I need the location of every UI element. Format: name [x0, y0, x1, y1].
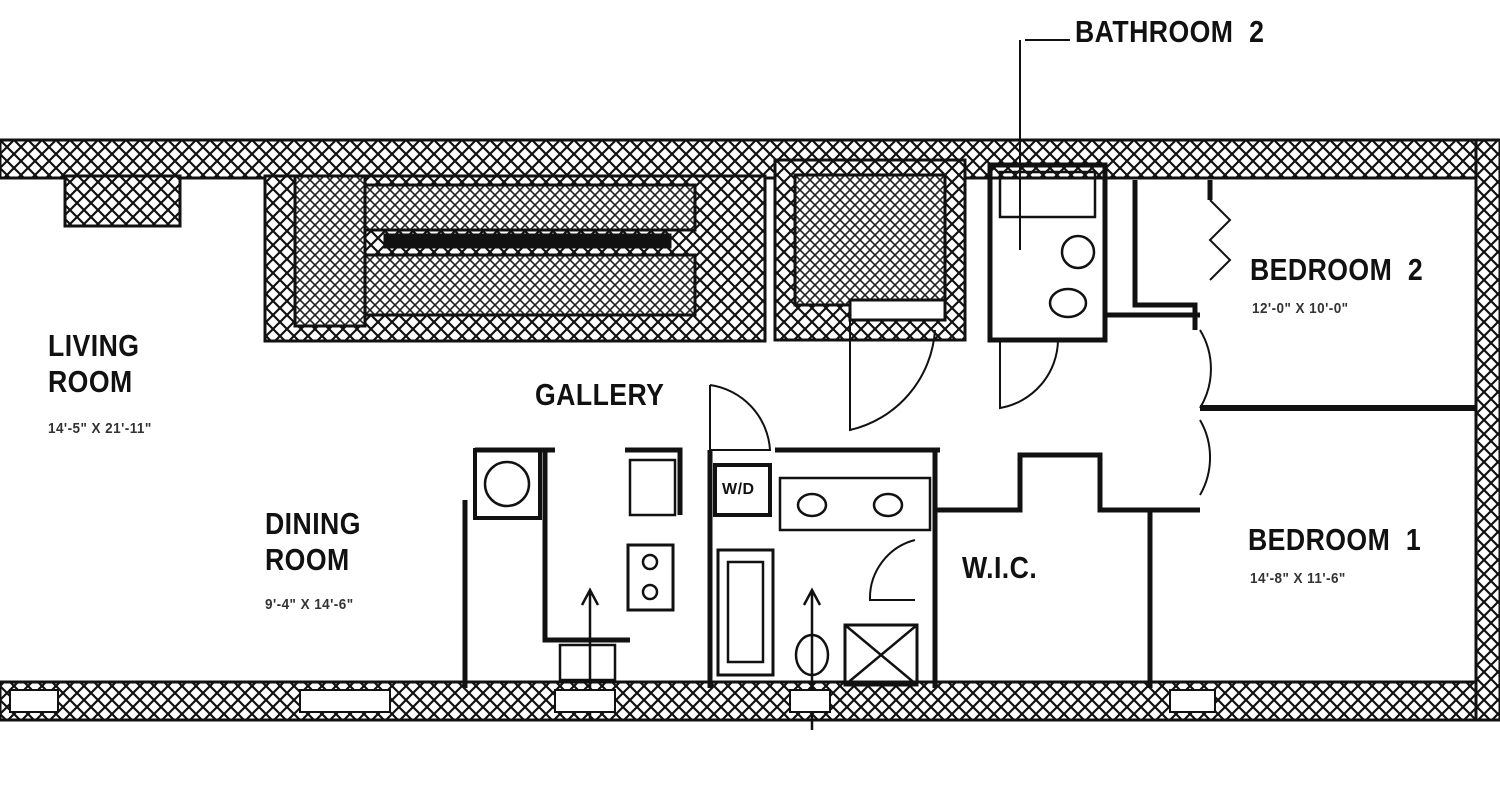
dining-room-name-1: DINING [265, 506, 361, 541]
windows [9, 689, 1216, 713]
bottom-wall [0, 680, 1500, 722]
washer-dryer-label: W/D [722, 481, 755, 498]
bathtub-1 [716, 548, 775, 677]
right-wall [1474, 138, 1500, 722]
vanity [778, 476, 932, 532]
living-room-name-2: ROOM [48, 364, 133, 399]
fixtures [473, 170, 1097, 730]
sink-2 [1060, 234, 1096, 270]
bathtub-2 [998, 170, 1097, 219]
interior-walls [462, 162, 1476, 688]
stove [626, 543, 675, 612]
bedroom-2-label: BEDROOM 2 [1250, 252, 1424, 287]
dining-room-name-2: ROOM [265, 542, 350, 577]
bedroom-1-dimensions: 14'-8" X 11'-6" [1250, 570, 1346, 587]
washer-dryer-box [713, 463, 772, 517]
exterior-walls [0, 138, 1500, 722]
bathroom-2-label: BATHROOM 2 [1075, 14, 1265, 49]
living-room-dimensions: 14'-5" X 21'-11" [48, 420, 152, 437]
column-bump [63, 174, 182, 228]
refrigerator [473, 448, 542, 520]
bedroom-2-dimensions: 12'-0" X 10'-0" [1252, 300, 1349, 317]
living-room-label: LIVING ROOM [48, 328, 139, 400]
living-room-name-1: LIVING [48, 328, 140, 363]
door-swings [709, 39, 1240, 601]
toilet-2 [1048, 287, 1088, 319]
dining-room-label: DINING ROOM [265, 506, 361, 578]
wic-label: W.I.C. [962, 550, 1038, 585]
gallery-label: GALLERY [535, 377, 665, 412]
dining-room-dimensions: 9'-4" X 14'-6" [265, 596, 354, 613]
service-core [263, 158, 967, 343]
bedroom-1-label: BEDROOM 1 [1248, 522, 1422, 557]
linen-closet [843, 623, 919, 687]
top-wall [0, 138, 1500, 180]
